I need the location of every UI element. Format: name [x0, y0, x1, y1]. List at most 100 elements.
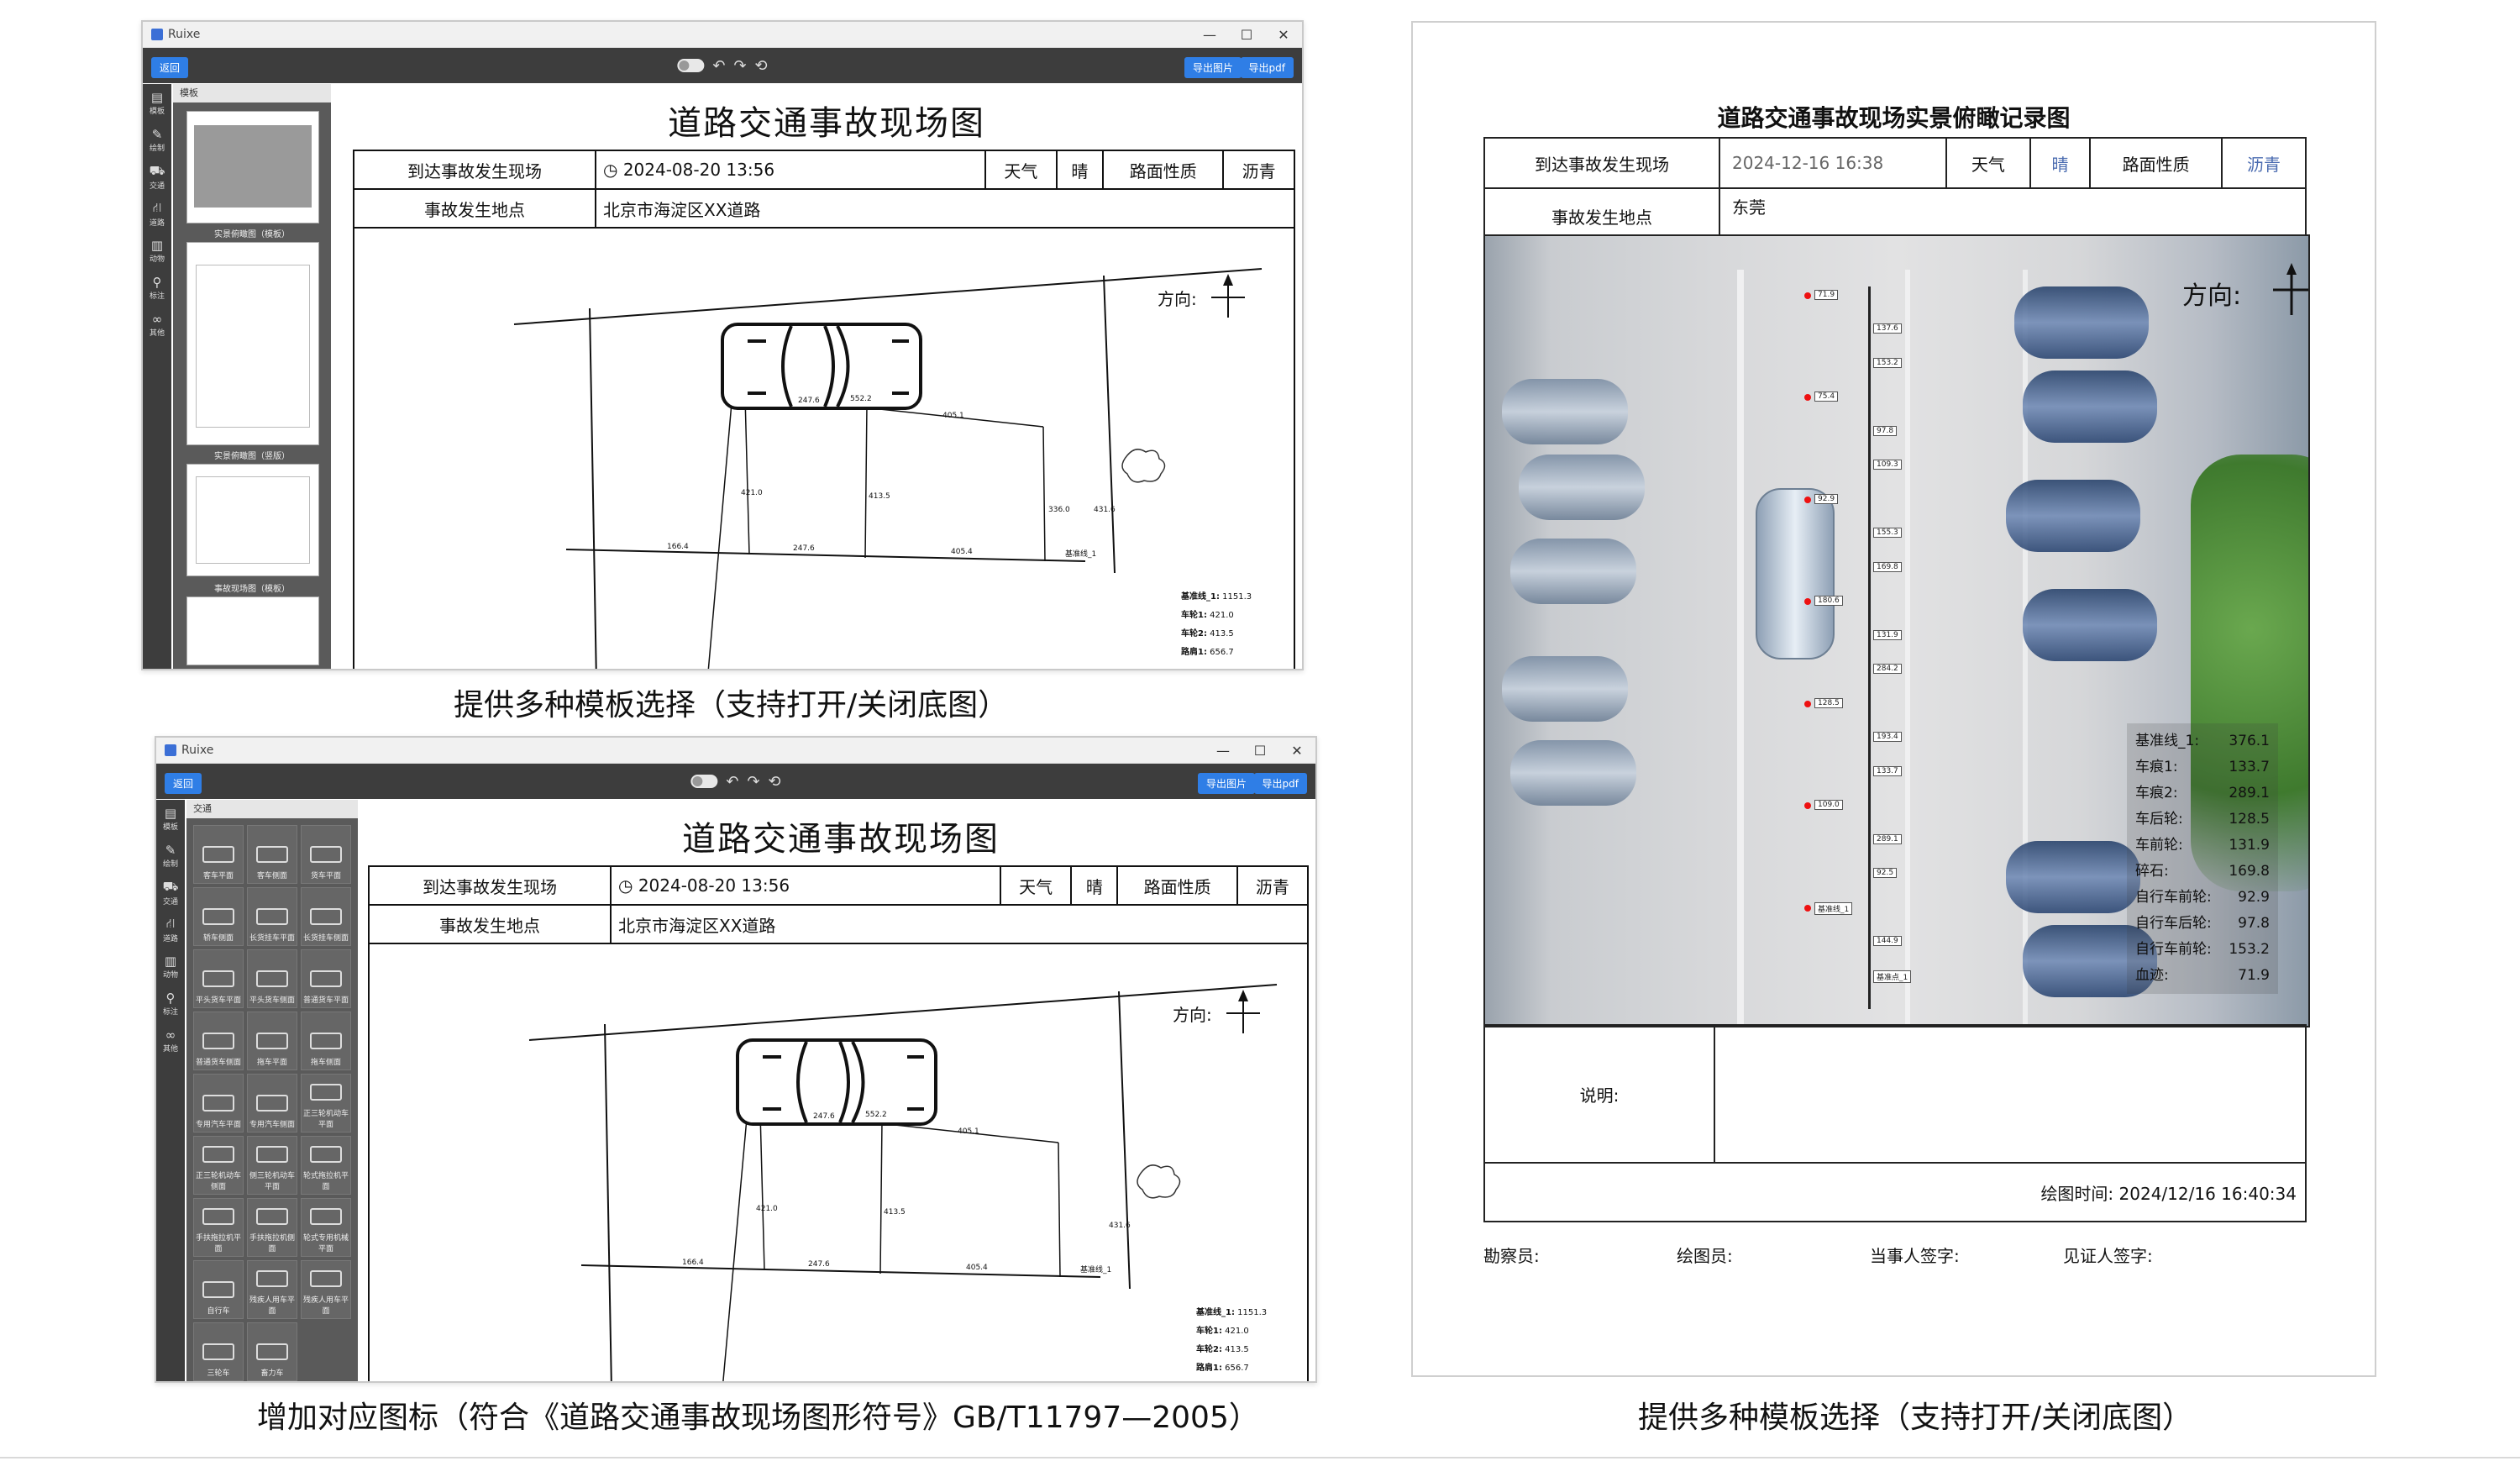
basemap-toggle[interactable]: [677, 59, 705, 72]
rail-item-template[interactable]: ▤模板: [162, 805, 178, 832]
export-image-button[interactable]: 导出图片: [1197, 773, 1255, 794]
traffic-icon-item[interactable]: 客车平面: [193, 825, 244, 884]
rail-item-draw[interactable]: ✎绘制: [162, 842, 178, 869]
close-button[interactable]: ✕: [1291, 742, 1303, 759]
traffic-icon-item[interactable]: 残疾人用车平面: [301, 1260, 351, 1319]
traffic-icon-item[interactable]: 轮式拖拉机平面: [301, 1136, 351, 1195]
rail-item-traffic[interactable]: ⛟交通: [149, 162, 165, 191]
traffic-icon-item[interactable]: 残疾人用车平面: [247, 1260, 297, 1319]
accident-diagram[interactable]: 方向: 247.6 552.2 405.1 421.0 413.5 431.6 …: [353, 227, 1295, 669]
road-value[interactable]: 沥青: [2221, 137, 2307, 189]
traffic-icon-item[interactable]: 专用汽车平面: [193, 1074, 244, 1133]
traffic-icon-item[interactable]: 正三轮机动车平面: [301, 1074, 351, 1133]
template-thumb-caption: 事故现场图（模板）: [214, 585, 290, 594]
marker-point[interactable]: [1804, 802, 1811, 810]
template-thumb-3[interactable]: [186, 464, 319, 576]
weather-value[interactable]: 晴: [1070, 865, 1119, 906]
traffic-icon-label: 手扶拖拉机侧面: [249, 1234, 295, 1253]
rail-item-road[interactable]: ⛙道路: [149, 199, 165, 228]
witness-sign[interactable]: 见证人签字:: [2063, 1246, 2153, 1266]
marker-point[interactable]: [1804, 496, 1811, 503]
template-thumb-4[interactable]: [186, 596, 319, 665]
rail-item-template[interactable]: ▤模板: [149, 89, 165, 116]
traffic-icon-item[interactable]: 手扶拖拉机平面: [193, 1198, 244, 1257]
rail-item-other[interactable]: ∞其他: [149, 311, 165, 338]
marker-point[interactable]: [1804, 700, 1811, 707]
traffic-icon-item[interactable]: 三轮车: [193, 1322, 244, 1381]
back-button[interactable]: 返回: [151, 57, 189, 78]
reset-icon[interactable]: ⟲: [754, 56, 768, 75]
traffic-icon-item[interactable]: 轮式专用机械平面: [301, 1198, 351, 1257]
traffic-icon-item[interactable]: 手扶拖拉机侧面: [247, 1198, 297, 1257]
traffic-icon-item[interactable]: 拖车侧面: [301, 1012, 351, 1070]
road-value[interactable]: 沥青: [1236, 865, 1310, 906]
marker-point[interactable]: [1804, 394, 1811, 402]
traffic-icon-item[interactable]: 拖车平面: [247, 1012, 297, 1070]
maximize-button[interactable]: ☐: [1253, 742, 1267, 759]
redo-icon[interactable]: ↷: [733, 56, 747, 75]
weather-value[interactable]: 晴: [2029, 137, 2092, 189]
toolbar-center: ↶ ↷ ⟲: [690, 772, 781, 791]
minimize-button[interactable]: —: [1216, 742, 1230, 759]
redo-icon[interactable]: ↷: [747, 772, 760, 791]
sheet-info-table: 到达事故发生现场 ◷ 2024-08-20 13:56 天气 晴 路面性质 沥青…: [353, 150, 1295, 229]
party-sign[interactable]: 当事人签字:: [1870, 1246, 1960, 1266]
traffic-icon-item[interactable]: 长货挂车侧面: [301, 887, 351, 946]
measure-label: 92.9: [1814, 493, 1839, 504]
traffic-icon-item[interactable]: 自行车: [193, 1260, 244, 1319]
traffic-icon-label: 平头货车侧面: [249, 996, 295, 1005]
traffic-icon-item[interactable]: 普通货车侧面: [193, 1012, 244, 1070]
minimize-button[interactable]: —: [1203, 26, 1216, 43]
rail-item-label[interactable]: ⚲标注: [162, 990, 178, 1017]
traffic-icon-item[interactable]: 专用汽车侧面: [247, 1074, 297, 1133]
export-image-button[interactable]: 导出图片: [1184, 57, 1242, 78]
reset-icon[interactable]: ⟲: [768, 772, 781, 791]
marker-point[interactable]: [1804, 598, 1811, 606]
traffic-icon-item[interactable]: 平头货车平面: [193, 949, 244, 1008]
accident-diagram[interactable]: 方向: 247.6 552.2 405.1 421.0 413.5 431.6 …: [368, 943, 1309, 1381]
note-field[interactable]: [1714, 1024, 2307, 1164]
maximize-button[interactable]: ☐: [1240, 26, 1253, 43]
traffic-icon-item[interactable]: 客车侧面: [247, 825, 297, 884]
rail-item-draw[interactable]: ✎绘制: [149, 126, 165, 153]
location-field[interactable]: 北京市海淀区XX道路: [610, 904, 1309, 944]
traffic-icon-item[interactable]: 轿车侧面: [193, 887, 244, 946]
marker-point[interactable]: [1804, 292, 1811, 299]
template-thumb-1[interactable]: [186, 111, 319, 223]
traffic-icon-item[interactable]: 货车平面: [301, 825, 351, 884]
datetime-field[interactable]: ◷ 2024-08-20 13:56: [595, 150, 986, 190]
rail-item-animal[interactable]: ▥动物: [149, 237, 165, 264]
clock-icon: ◷: [603, 160, 623, 180]
undo-icon[interactable]: ↶: [726, 772, 739, 791]
datetime-value[interactable]: 2024-12-16 16:38: [1719, 137, 1947, 189]
traffic-icon-item[interactable]: 普通货车平面: [301, 949, 351, 1008]
back-button[interactable]: 返回: [165, 773, 202, 794]
surveyor-sign[interactable]: 勘察员:: [1483, 1246, 1540, 1266]
rail-item-other[interactable]: ∞其他: [162, 1027, 178, 1054]
road-value[interactable]: 沥青: [1222, 150, 1295, 190]
drafter-sign[interactable]: 绘图员:: [1677, 1246, 1733, 1266]
traffic-icon-item[interactable]: 长货挂车平面: [247, 887, 297, 946]
export-pdf-button[interactable]: 导出pdf: [1240, 57, 1294, 78]
template-thumb-2[interactable]: [186, 242, 319, 445]
rail-item-road[interactable]: ⛙道路: [162, 915, 178, 943]
location-field[interactable]: 北京市海淀区XX道路: [595, 188, 1295, 229]
rail-item-traffic[interactable]: ⛟交通: [162, 878, 179, 907]
measure-label: 247.6: [813, 1112, 835, 1121]
datetime-field[interactable]: ◷ 2024-08-20 13:56: [610, 865, 1001, 906]
vehicle-icon: [310, 970, 342, 987]
traffic-icon-label: 三轮车: [207, 1369, 230, 1378]
traffic-icon-item[interactable]: 畜力车: [247, 1322, 297, 1381]
rail-item-animal[interactable]: ▥动物: [162, 953, 178, 980]
rail-item-label[interactable]: ⚲标注: [149, 274, 165, 301]
undo-icon[interactable]: ↶: [712, 56, 726, 75]
close-button[interactable]: ✕: [1278, 26, 1289, 43]
weather-value[interactable]: 晴: [1055, 150, 1105, 190]
basemap-toggle[interactable]: [690, 775, 718, 788]
traffic-icon-item[interactable]: 平头货车侧面: [247, 949, 297, 1008]
export-pdf-button[interactable]: 导出pdf: [1253, 773, 1307, 794]
traffic-icon-item[interactable]: 正三轮机动车侧面: [193, 1136, 244, 1195]
marker-point[interactable]: [1804, 904, 1811, 912]
traffic-icon-item[interactable]: 侧三轮机动车平面: [247, 1136, 297, 1195]
